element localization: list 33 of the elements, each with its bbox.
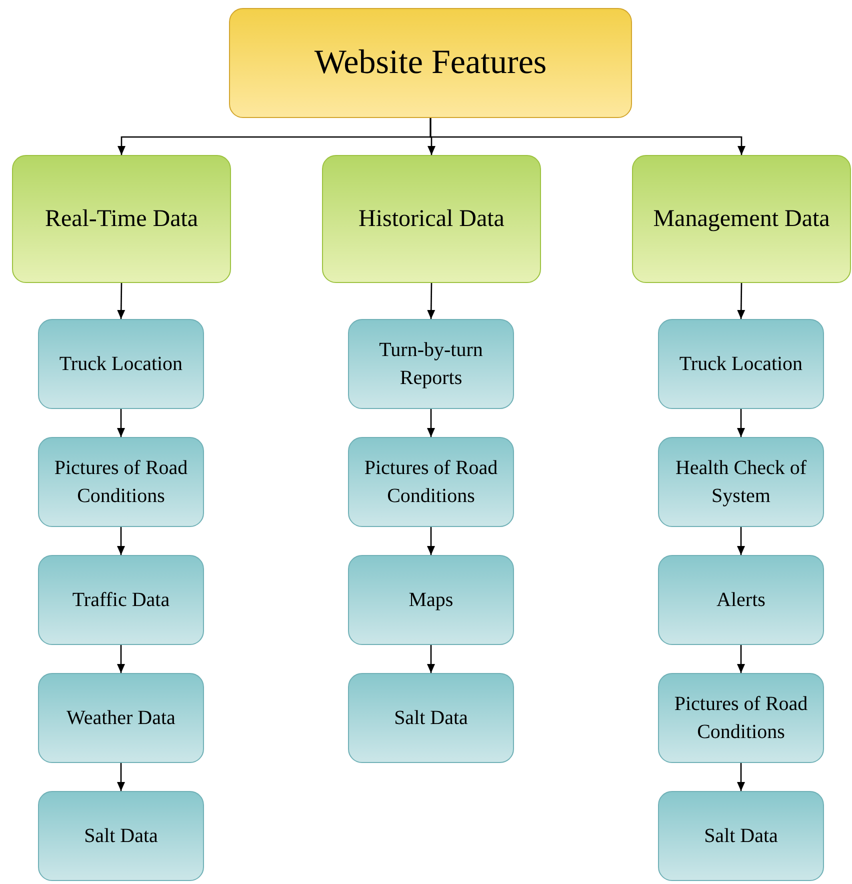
arrow xyxy=(430,118,746,155)
feature-box: Salt Data xyxy=(658,791,824,881)
arrow xyxy=(427,645,435,673)
arrow xyxy=(117,409,125,437)
arrow xyxy=(427,527,435,555)
feature-box: Alerts xyxy=(658,555,824,645)
arrow xyxy=(117,283,126,319)
feature-box: Weather Data xyxy=(38,673,204,763)
arrow xyxy=(737,527,745,555)
arrow xyxy=(427,409,435,437)
arrow xyxy=(737,409,745,437)
feature-box: Pictures of Road Conditions xyxy=(348,437,514,527)
category-box: Management Data xyxy=(632,155,851,283)
feature-box: Truck Location xyxy=(38,319,204,409)
feature-box: Traffic Data xyxy=(38,555,204,645)
arrow xyxy=(737,645,745,673)
arrow xyxy=(117,645,125,673)
feature-box: Pictures of Road Conditions xyxy=(38,437,204,527)
category-box: Real-Time Data xyxy=(12,155,231,283)
arrow xyxy=(737,283,746,319)
title-box: Website Features xyxy=(229,8,632,118)
feature-box: Salt Data xyxy=(38,791,204,881)
feature-box: Maps xyxy=(348,555,514,645)
feature-box: Pictures of Road Conditions xyxy=(658,673,824,763)
category-box: Historical Data xyxy=(322,155,541,283)
feature-box: Salt Data xyxy=(348,673,514,763)
arrow xyxy=(427,283,436,319)
feature-box: Health Check of System xyxy=(658,437,824,527)
arrow xyxy=(737,763,745,791)
feature-box: Turn-by-turn Reports xyxy=(348,319,514,409)
arrow xyxy=(117,763,125,791)
feature-box: Truck Location xyxy=(658,319,824,409)
arrow xyxy=(117,527,125,555)
